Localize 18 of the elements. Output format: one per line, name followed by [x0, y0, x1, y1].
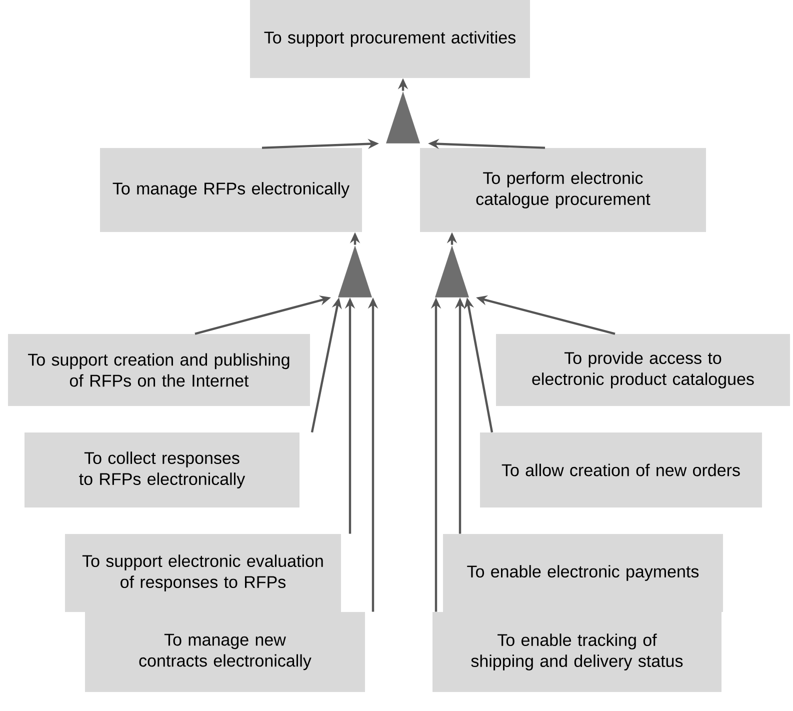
goal-box: To enable tracking of shipping and delivery status [432, 612, 722, 692]
and-triangle [435, 245, 469, 298]
goal-box: To manage RFPs electronically [100, 148, 362, 232]
goal-box: To allow creation of new orders [480, 432, 762, 508]
and-triangle [386, 91, 420, 144]
goal-box: To support electronic evaluation of responses to RFPs [65, 534, 341, 612]
goal-box: To collect responses to RFPs electronically [24, 432, 300, 508]
goal-box: To provide access to electronic product catalogues [496, 334, 790, 406]
node-label: To enable tracking of shipping and delivery status [471, 634, 683, 670]
goal-box: To perform electronic catalogue procurement [420, 148, 706, 232]
goal-box: To enable electronic payments [443, 534, 723, 612]
and-triangle [338, 245, 372, 298]
goal-box: To manage new contracts electronically [85, 612, 365, 692]
goal-box: To support creation and publishing of RFPs on the Internet [8, 334, 310, 406]
node-label: To support electronic evaluation of responses to RFPs [82, 554, 323, 592]
node-label: To manage new contracts electronically [139, 634, 312, 670]
node-label: To enable electronic payments [467, 565, 699, 581]
goal-box: To support procurement activities [250, 0, 530, 78]
